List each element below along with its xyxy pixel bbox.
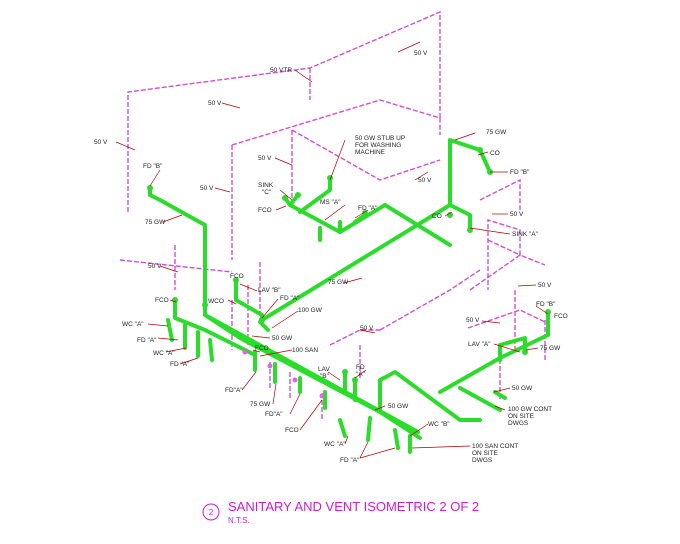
label-fd-a: FD "A" — [137, 337, 157, 344]
label-50v: 50 V — [200, 185, 214, 192]
label-50v: 50 V — [360, 325, 374, 332]
label-75gw: 75 GW — [540, 345, 561, 352]
label-wc-b: WC "B" — [428, 421, 450, 428]
label-100gw-cont: DWGS — [508, 420, 529, 427]
label-fd-b: FD "B" — [510, 169, 530, 176]
label-fd-a: FD "A" — [358, 205, 378, 212]
label-fco: FCO — [255, 345, 269, 352]
label-fco: FCO — [554, 313, 568, 320]
label-fd-a: FD — [356, 364, 365, 371]
label-75gw: 75 GW — [250, 401, 271, 408]
label-lav-b: "B" — [320, 373, 330, 380]
label-lav-a: LAV "A" — [468, 341, 491, 348]
label-50vtr: 50 VTR — [270, 67, 292, 74]
label-50v: 50 V — [208, 100, 222, 107]
label-100san: 100 SAN — [292, 347, 318, 354]
label-50v: 50 V — [510, 211, 524, 218]
label-100san-cont: DWGS — [472, 457, 493, 464]
label-lav-b: LAV — [318, 366, 330, 373]
leader-lines — [115, 41, 549, 459]
drawing-title-block: 2 SANITARY AND VENT ISOMETRIC 2 OF 2 N.T… — [202, 499, 479, 525]
label-ms-a: MS "A" — [320, 199, 341, 206]
label-sink-c: SINK — [258, 182, 274, 189]
detail-number-circle — [202, 503, 220, 521]
label-co: CO — [490, 150, 500, 157]
label-100gw-cont: 100 GW CONT — [508, 406, 552, 413]
label-sink-c: "C" — [262, 189, 272, 196]
label-50v: 50 V — [258, 155, 272, 162]
label-wc-a: WC "A" — [122, 321, 144, 328]
label-wco: WCO — [208, 298, 224, 305]
drawing-title: SANITARY AND VENT ISOMETRIC 2 OF 2 — [228, 499, 479, 514]
label-75gw: 75 GW — [328, 279, 349, 286]
label-fco: FCO — [155, 297, 169, 304]
label-stub-up: FOR WASHING — [355, 142, 401, 149]
label-100san-cont: ON SITE — [472, 450, 499, 457]
label-50gw: 50 GW — [388, 403, 409, 410]
label-fd-a: FD "A" — [280, 295, 300, 302]
label-50v: 50 V — [466, 317, 480, 324]
label-fco: FCO — [258, 207, 272, 214]
label-50v: 50 V — [414, 50, 428, 57]
label-sink-a: SINK "A" — [512, 231, 539, 238]
label-fd-a: "A" — [356, 371, 366, 378]
label-fd-a: FD"A" — [265, 411, 283, 418]
label-75gw: 75 GW — [145, 219, 166, 226]
label-50v: 50 V — [148, 263, 162, 270]
label-wc-a: WC "A" — [153, 350, 175, 357]
label-fd-a: FD "A" — [170, 361, 190, 368]
label-100gw: 100 GW — [298, 307, 323, 314]
label-fco: FCO — [285, 427, 299, 434]
label-100san-cont: 100 SAN CONT — [472, 443, 518, 450]
label-stub-up: MACHINE — [355, 149, 386, 156]
annotation-labels: 50 V 50 VTR 50 V 50 V 75 GW 50 GW STUB U… — [94, 50, 568, 464]
label-50v: 50 V — [538, 282, 552, 289]
label-75gw: 75 GW — [486, 129, 507, 136]
label-50v: 50 V — [94, 139, 108, 146]
detail-number: 2 — [209, 508, 214, 517]
drawing-scale: N.T.S. — [228, 516, 250, 525]
label-co: CO — [432, 213, 442, 220]
label-100gw-cont: ON SITE — [508, 413, 535, 420]
label-50v: 50 V — [418, 177, 432, 184]
label-lav-b: LAV "B" — [258, 287, 281, 294]
label-fd-a: FD"A" — [225, 387, 243, 394]
label-50gw: 50 GW — [272, 335, 293, 342]
cleanout-markers — [242, 349, 325, 399]
label-wc-a: WC "A" — [324, 441, 346, 448]
vent-piping — [119, 10, 546, 420]
label-fd-b: FD "B" — [536, 301, 556, 308]
label-50gw: 50 GW — [512, 385, 533, 392]
fixture-markers — [147, 147, 551, 383]
label-stub-up: 50 GW STUB UP — [355, 135, 405, 142]
sanitary-piping — [148, 138, 550, 454]
label-fco: FCO — [230, 273, 244, 280]
label-fd-a: FD "A" — [340, 457, 360, 464]
label-fd-b: FD "B" — [143, 163, 163, 170]
